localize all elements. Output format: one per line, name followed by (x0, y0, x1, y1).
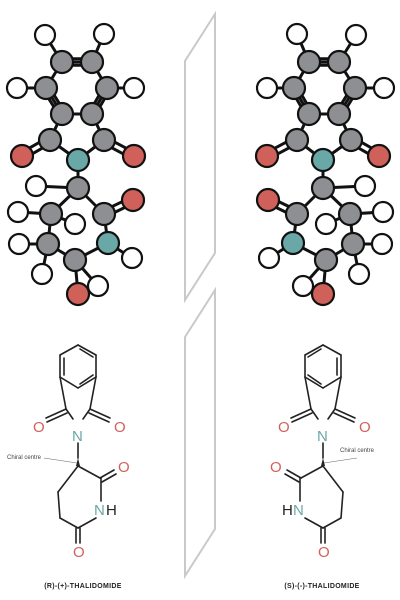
nitrogen-atom (280, 230, 306, 256)
carbon-atom (79, 101, 105, 127)
structural-formula-r: O O N O N H O Chiral centre (R)-(+)-THAL… (7, 344, 130, 590)
chiral-centre-label-r: Chiral centre (7, 455, 42, 461)
oxygen-label-glutarimide-top: O (118, 459, 130, 476)
oxygen-atom (120, 187, 146, 213)
hydrogen-atom (371, 200, 395, 224)
carbon-atom (79, 49, 105, 75)
oxygen-atom (366, 143, 392, 169)
oxygen-atom (9, 143, 35, 169)
oxygen-atom (310, 281, 336, 307)
mirror-plane-top (184, 10, 216, 304)
carbon-atom (342, 75, 368, 101)
ball-and-stick-model-r (5, 22, 147, 307)
carbon-atom (35, 231, 61, 257)
nitrogen-atom (65, 147, 91, 173)
carbon-atom (49, 101, 75, 127)
hydrogen-atom (370, 232, 394, 256)
hydrogen-atom (120, 246, 144, 270)
oxygen-label-glutarimide-bottom: O (73, 544, 85, 561)
nitrogen-label-imide: N (317, 428, 328, 445)
oxygen-label-glutarimide-top: O (270, 459, 282, 476)
hydrogen-atom (314, 212, 338, 236)
oxygen-atom (121, 143, 147, 169)
hydrogen-atom (33, 23, 57, 47)
hydrogen-atom (255, 76, 279, 100)
chiral-wedge-r (76, 458, 80, 466)
carbon-atom (49, 49, 75, 75)
hydrogen-atom (122, 76, 146, 100)
hydrogen-label-nh: H (106, 502, 117, 519)
oxygen-atom (65, 281, 91, 307)
hydrogen-atom (291, 274, 315, 298)
carbon-atom (326, 101, 352, 127)
hydrogen-label-nh: H (282, 502, 293, 519)
nitrogen-label-glutarimide: N (94, 502, 105, 519)
oxygen-label-right: O (114, 419, 126, 436)
glutarimide-ring-bonds-s (284, 465, 344, 544)
hydrogen-atom (5, 76, 29, 100)
chiral-pointer-r (43, 457, 78, 464)
structural-formula-s: O O N O H N O Chiral centre (S)-(-)-THAL… (270, 344, 375, 590)
hydrogen-atom (86, 274, 110, 298)
glutarimide-ring-bonds-r (57, 465, 117, 544)
carbon-atom (281, 75, 307, 101)
oxygen-label-glutarimide-bottom: O (318, 544, 330, 561)
carbon-atom (94, 75, 120, 101)
atoms (5, 22, 147, 307)
carbon-atom (337, 201, 363, 227)
hydrogen-atom (6, 200, 30, 224)
enantiomer-name-s: (S)-(-)-THALIDOMIDE (284, 583, 359, 590)
chiral-centre-label-s: Chiral centre (340, 448, 375, 454)
chiral-wedge-s (321, 458, 325, 466)
hydrogen-atom (30, 262, 54, 286)
ball-and-stick-model-s (254, 22, 396, 307)
hydrogen-atom (24, 174, 48, 198)
nitrogen-atom (95, 230, 121, 256)
carbon-atom (310, 175, 336, 201)
oxygen-atom (255, 187, 281, 213)
carbon-atom (313, 247, 339, 273)
hydrogen-atom (347, 262, 371, 286)
imide-ring-bonds-r (45, 376, 111, 459)
oxygen-atom (254, 143, 280, 169)
carbon-atom (62, 247, 88, 273)
hydrogen-atom (344, 23, 368, 47)
carbon-atom (284, 127, 310, 153)
benzene-ring-bonds-r (59, 344, 97, 389)
nitrogen-label-imide: N (72, 428, 83, 445)
carbon-atom (65, 175, 91, 201)
hydrogen-atom (257, 246, 281, 270)
mirror-plane-bottom (184, 286, 216, 580)
nitrogen-atom (310, 147, 336, 173)
carbon-atom (38, 201, 64, 227)
carbon-atom (33, 75, 59, 101)
hydrogen-atom (372, 76, 396, 100)
carbon-atom (338, 127, 364, 153)
carbon-atom (326, 49, 352, 75)
carbon-atom (37, 127, 63, 153)
imide-ring-bonds-s (290, 376, 356, 459)
carbon-atom (284, 201, 310, 227)
oxygen-label-left: O (33, 419, 45, 436)
hydrogen-atom (285, 22, 309, 46)
benzene-ring-bonds-s (304, 344, 342, 389)
carbon-atom (296, 49, 322, 75)
oxygen-label-right: O (359, 419, 371, 436)
nitrogen-label-glutarimide: N (293, 502, 304, 519)
hydrogen-atom (63, 212, 87, 236)
enantiomer-name-r: (R)-(+)-THALIDOMIDE (44, 583, 121, 590)
hydrogen-atom (92, 22, 116, 46)
carbon-atom (91, 201, 117, 227)
oxygen-label-left: O (278, 419, 290, 436)
atoms (254, 22, 396, 307)
hydrogen-atom (7, 232, 31, 256)
chiral-pointer-s (323, 457, 358, 464)
carbon-atom (340, 231, 366, 257)
carbon-atom (296, 101, 322, 127)
carbon-atom (91, 127, 117, 153)
hydrogen-atom (353, 174, 377, 198)
